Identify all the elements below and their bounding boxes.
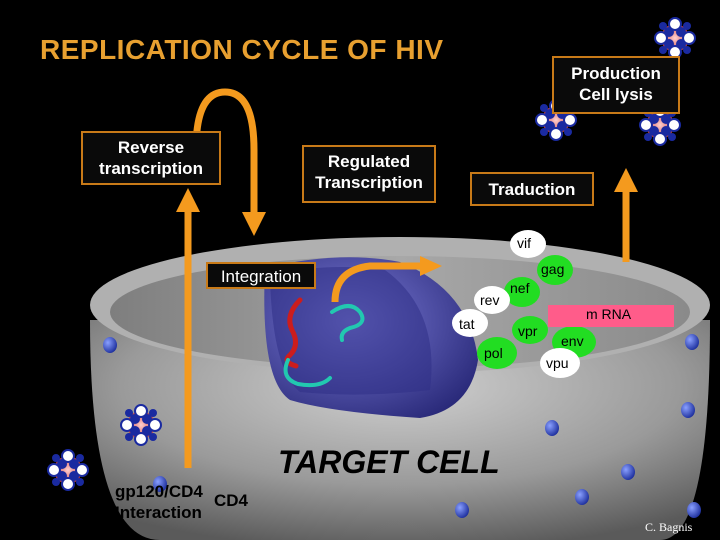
gene-pol: pol — [484, 345, 503, 361]
traduction-label: Traduction — [488, 180, 576, 199]
vpr-blob — [512, 316, 548, 344]
arrow-transcription — [331, 262, 420, 303]
mrna-label: m RNA — [586, 306, 632, 322]
reverse-transcription-box: Reverse transcription — [81, 131, 221, 185]
nucleus-interior — [270, 266, 432, 395]
gag-blob — [537, 255, 573, 285]
arrow-production-head — [614, 168, 638, 192]
virion-top-right — [654, 17, 696, 59]
arrow-loop-head — [242, 212, 266, 236]
reverse-transcription-label: Reverse transcription — [99, 138, 203, 178]
regulated-transcription-label: Regulated Transcription — [315, 152, 423, 192]
diagram-title: REPLICATION CYCLE OF HIV — [40, 34, 444, 65]
integration-label: Integration — [220, 267, 302, 286]
vpu-blob — [540, 348, 580, 378]
gene-rev: rev — [480, 292, 500, 308]
mrna-bar — [548, 305, 674, 327]
arrow-transcription-head — [420, 256, 442, 276]
virion-left-upper — [120, 404, 162, 446]
membrane-dots — [103, 334, 701, 518]
gene-env: env — [561, 333, 584, 349]
regulated-transcription-box: Regulated Transcription — [302, 145, 436, 203]
gene-vif: vif — [517, 235, 531, 251]
cd4-label: CD4 — [214, 491, 249, 510]
gene-gag: gag — [541, 261, 565, 277]
credit-label: C. Bagnis — [645, 520, 693, 534]
green-dna-strand — [283, 358, 332, 388]
pol-blob — [477, 337, 517, 369]
integration-box: Integration — [206, 262, 316, 289]
nef-blob — [504, 277, 540, 307]
gene-vpu: vpu — [546, 355, 569, 371]
gene-vpr: vpr — [518, 323, 538, 339]
production-label: Production Cell lysis — [571, 64, 661, 104]
traduction-box: Traduction — [470, 172, 594, 206]
target-cell-label: TARGET CELL — [278, 444, 500, 480]
tat-blob — [452, 309, 488, 337]
virion-left-lower — [47, 449, 89, 491]
arrow-entry-up-head — [176, 188, 200, 212]
gp120-label: gp120/CD4 Interaction — [115, 482, 203, 522]
cyan-dna-strand — [330, 304, 365, 342]
production-box: Production Cell lysis — [552, 56, 680, 114]
vif-blob — [510, 230, 546, 258]
gene-nef: nef — [510, 280, 530, 296]
gene-tat: tat — [459, 316, 475, 332]
rev-blob — [474, 286, 510, 314]
arrow-loop — [192, 88, 258, 215]
